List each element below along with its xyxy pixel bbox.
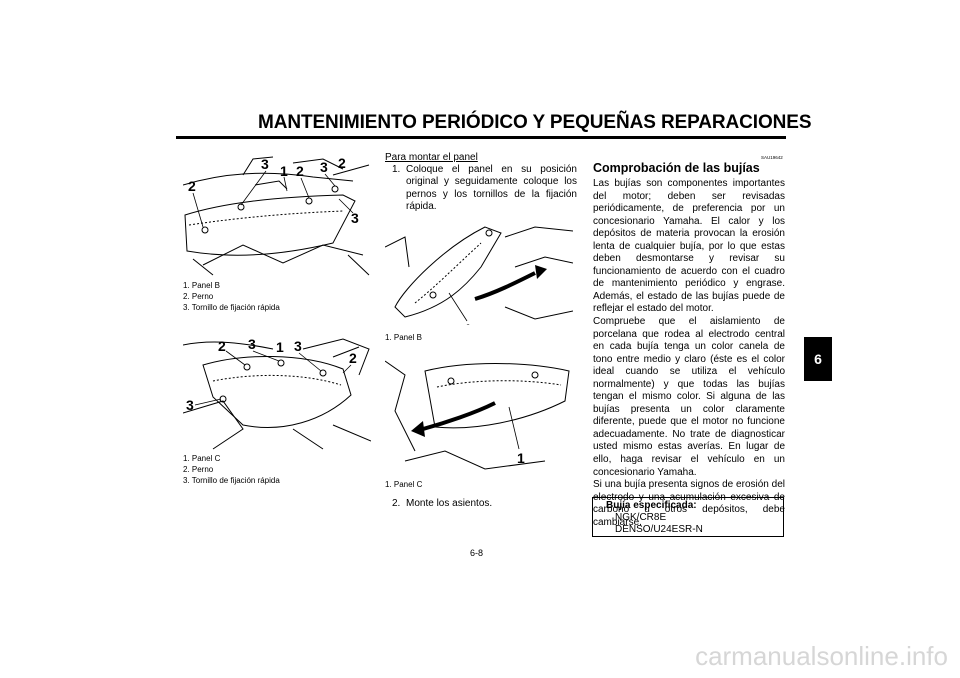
callout: 3 <box>294 338 302 354</box>
spec-box: Bujía especificada: NGK/CR8E DENSO/U24ES… <box>592 497 784 537</box>
callout: 3 <box>320 159 328 175</box>
figure-panel-b-install: 1 <box>385 207 573 325</box>
panel-c-install-illustration: 1 <box>385 360 570 470</box>
callout: 1 <box>280 163 288 179</box>
watermark: carmanualsonline.info <box>695 641 948 671</box>
callout: 2 <box>338 155 346 171</box>
callout: 3 <box>186 397 194 413</box>
callout: 3 <box>351 210 359 226</box>
figure3-legend: 1. Panel B <box>385 333 422 342</box>
figure-panel-c-install: 1 <box>385 351 573 475</box>
panel-c-illustration: 2 3 1 3 2 3 <box>183 336 371 450</box>
callout: 3 <box>248 336 256 352</box>
figure-panel-c-removal: 2 3 1 3 2 3 <box>183 329 371 450</box>
section-code: SAU19642 <box>761 155 783 160</box>
callout: 3 <box>261 156 269 172</box>
figure4-legend: 1. Panel C <box>385 480 423 489</box>
panel-b-install-illustration: 1 <box>385 226 573 325</box>
figure1-legend: 1. Panel B 2. Perno 3. Tornillo de fijac… <box>183 281 280 312</box>
chapter-tab: 6 <box>804 337 832 381</box>
page-number: 6-8 <box>470 548 484 558</box>
header-rule <box>176 136 786 139</box>
procedure-title: Para montar el panel <box>385 152 478 163</box>
callout: 2 <box>218 338 226 354</box>
callout: 1 <box>464 321 472 325</box>
callout: 1 <box>276 339 284 355</box>
callout: 1 <box>517 450 525 466</box>
panel-b-illustration: 3 1 2 3 2 2 3 <box>183 155 370 276</box>
callout: 2 <box>188 178 196 194</box>
figure-panel-b-removal: 3 1 2 3 2 2 3 <box>183 155 371 277</box>
spec-value: DENSO/U24ESR-N <box>615 524 703 535</box>
procedure-step-2: 2. Monte los asientos. <box>392 498 493 509</box>
callout: 2 <box>296 163 304 179</box>
body-paragraph: Las bujías son componentes importantes d… <box>593 178 785 315</box>
page-title: MANTENIMIENTO PERIÓDICO Y PEQUEÑAS REPAR… <box>258 112 812 133</box>
body-paragraph: Compruebe que el aislamiento de porcelan… <box>593 316 785 478</box>
procedure-step-1: 1. Coloque el panel en su posición origi… <box>392 164 577 213</box>
spec-heading: Bujía especificada: <box>606 500 697 511</box>
figure2-legend: 1. Panel C 2. Perno 3. Tornillo de fijac… <box>183 454 280 485</box>
spec-value: NGK/CR8E <box>615 512 667 523</box>
callout: 2 <box>349 350 357 366</box>
section-body: Las bujías son componentes importantes d… <box>593 178 785 529</box>
section-heading: Comprobación de las bujías <box>593 161 760 175</box>
